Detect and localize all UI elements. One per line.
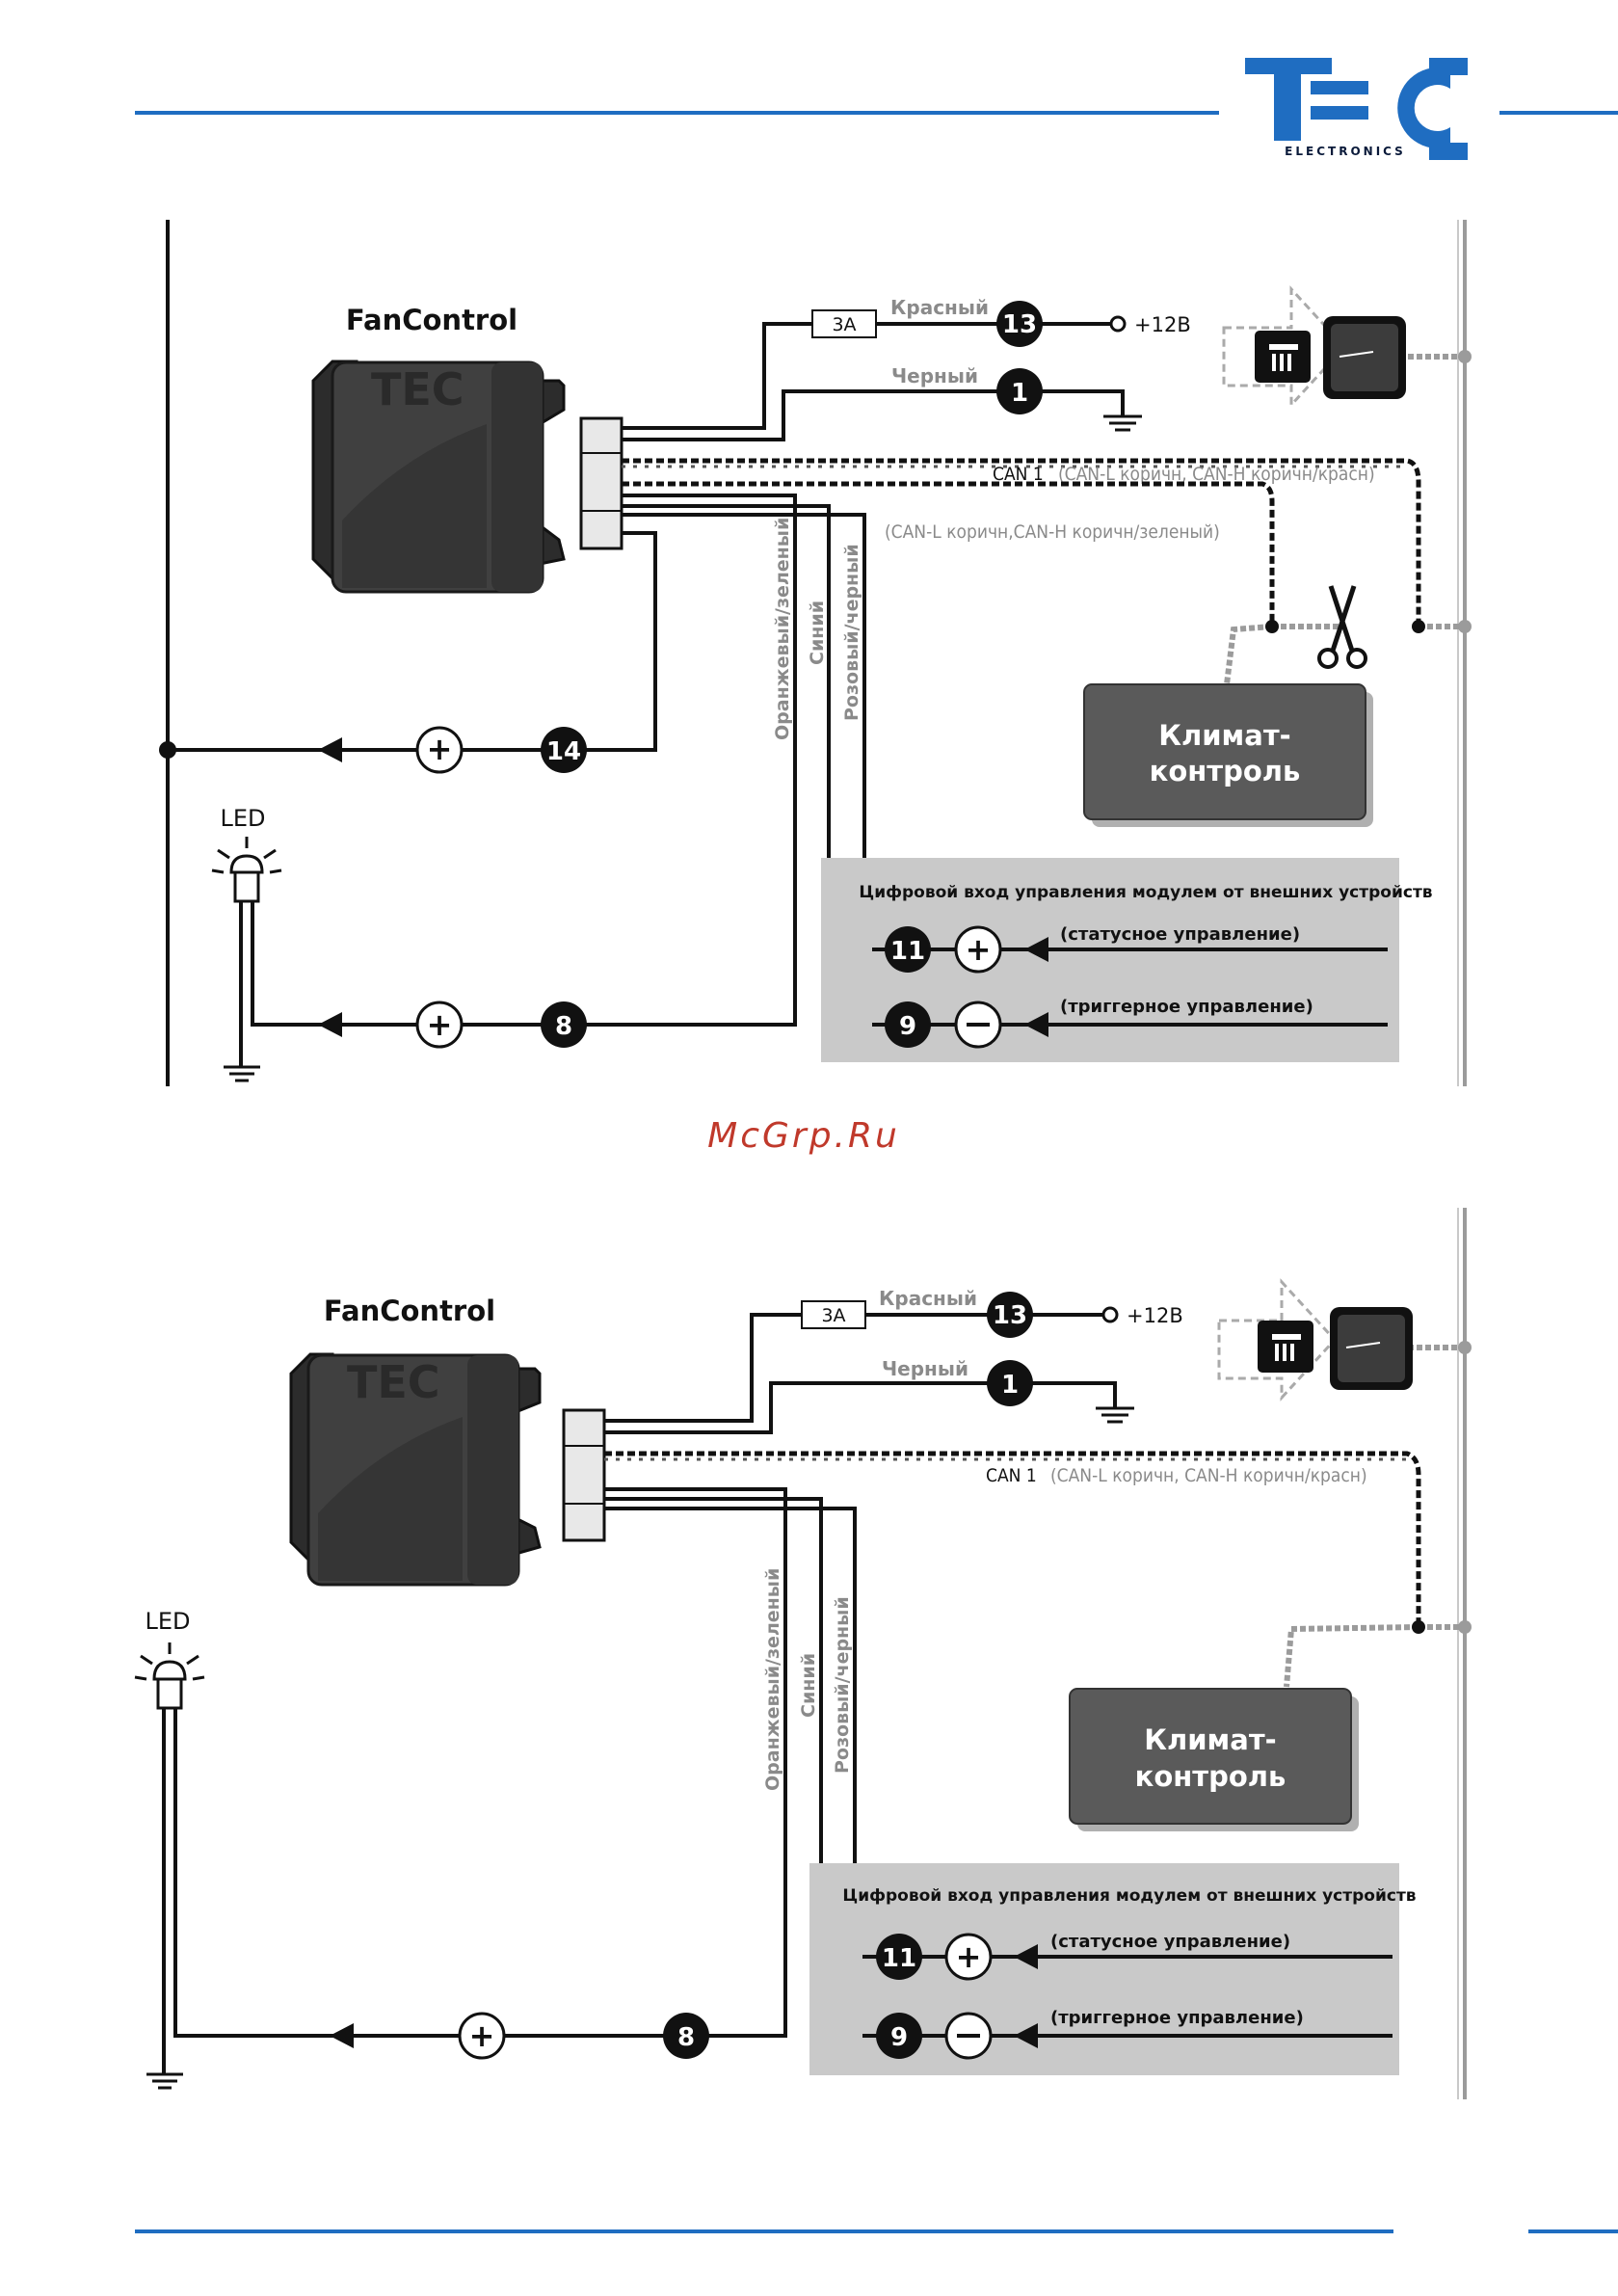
svg-text:Климат-: Климат-: [1158, 719, 1290, 752]
led-icon-2: [134, 1642, 205, 1710]
svg-text:1: 1: [1011, 379, 1028, 408]
svg-text:(CAN-L коричн, CAN-H коричн/кр: (CAN-L коричн, CAN-H коричн/красн): [1050, 1465, 1367, 1486]
can1-wire: [622, 458, 1421, 627]
module-title: FanControl: [346, 304, 517, 336]
pin-13-2: [987, 1292, 1033, 1338]
scissors-icon: [1317, 585, 1367, 669]
svg-text:(триггерное управление): (триггерное управление): [1050, 2008, 1304, 2028]
svg-text:Розовый/черный: Розовый/черный: [832, 1596, 853, 1774]
fuse-2: [801, 1300, 866, 1329]
pin-9: [885, 1001, 931, 1048]
svg-text:Оранжевый/зеленый: Оранжевый/зеленый: [772, 518, 793, 740]
svg-text:Оранжевый/зеленый: Оранжевый/зеленый: [762, 1568, 783, 1791]
svg-text:Синий: Синий: [807, 601, 828, 665]
digital-input-panel: Цифровой вход управления модулем от внеш…: [821, 858, 1433, 1062]
svg-text:3A: 3A: [832, 314, 856, 335]
svg-text:+: +: [956, 1938, 982, 1975]
wire-label-black: Черный: [891, 364, 978, 387]
can2-wire: [622, 481, 1275, 627]
svg-text:+12В: +12В: [1127, 1304, 1183, 1327]
svg-text:8: 8: [555, 1012, 572, 1041]
svg-text:LED: LED: [145, 1608, 190, 1635]
svg-text:Красный: Красный: [879, 1287, 977, 1310]
plus-node: [415, 726, 464, 774]
pin-1-2: [987, 1360, 1033, 1406]
fuse: [811, 309, 877, 338]
module-title-2: FanControl: [324, 1295, 495, 1327]
svg-text:контроль: контроль: [1135, 1760, 1286, 1793]
svg-text:TEC: TEC: [371, 363, 464, 415]
svg-text:+: +: [427, 731, 453, 767]
can1-label: (CAN-L коричн, CAN-H коричн/красн): [1058, 464, 1375, 485]
svg-text:9: 9: [890, 2023, 908, 2052]
svg-text:TEC: TEC: [347, 1356, 440, 1408]
pin-8-2: [663, 2013, 709, 2059]
wire-orange-green: [617, 494, 797, 1027]
svg-text:Розовый/черный: Розовый/черный: [841, 544, 862, 721]
wire-pin14: [168, 531, 657, 752]
pin-9-2: [876, 2013, 922, 2059]
pin-8: [541, 1001, 587, 1048]
svg-text:Климат-: Климат-: [1144, 1723, 1276, 1756]
led-icon: [211, 837, 282, 903]
climate-control-box: Климат- контроль: [1083, 683, 1373, 827]
watermark: McGrp.Ru: [707, 1116, 900, 1156]
svg-text:+: +: [966, 931, 992, 968]
digital-input-panel-2: Цифровой вход управления модулем от внеш…: [809, 1863, 1417, 2075]
fan-button-icon-2: [1217, 1278, 1413, 1402]
module-connector: [579, 416, 623, 550]
wire-label-red: Красный: [890, 296, 989, 319]
svg-text:(триггерное управление): (триггерное управление): [1060, 997, 1313, 1017]
svg-text:14: 14: [546, 737, 581, 766]
svg-text:(статусное управление): (статусное управление): [1060, 924, 1300, 945]
svg-text:+: +: [427, 1006, 453, 1043]
can2-label: (CAN-L коричн,CAN-H коричн/зеленый): [885, 521, 1220, 543]
tec-logo: ELECTRONICS: [1245, 58, 1468, 160]
panel-title: Цифровой вход управления модулем от внеш…: [859, 883, 1432, 902]
svg-text:Синий: Синий: [798, 1653, 819, 1718]
pin-13: [996, 301, 1043, 347]
svg-text:CAN 1: CAN 1: [993, 464, 1044, 485]
ground-symbol-led: [224, 1065, 260, 1082]
svg-text:1: 1: [1001, 1371, 1019, 1400]
svg-text:13: 13: [993, 1301, 1027, 1330]
svg-text:9: 9: [899, 1012, 916, 1041]
fancontrol-module: TEC: [311, 360, 623, 594]
svg-text:13: 13: [1002, 310, 1037, 339]
svg-text:Цифровой вход управления модул: Цифровой вход управления модулем от внеш…: [842, 1886, 1416, 1906]
svg-text:11: 11: [882, 1944, 916, 1973]
climate-control-box-2: Климат- контроль: [1069, 1688, 1359, 1831]
svg-text:(статусное управление): (статусное управление): [1050, 1932, 1290, 1952]
svg-text:8: 8: [677, 2023, 695, 2052]
logo-subtitle: ELECTRONICS: [1285, 145, 1406, 158]
svg-text:Черный: Черный: [882, 1357, 968, 1380]
page-header: ELECTRONICS: [135, 58, 1618, 160]
terminal-12v: [1109, 315, 1127, 333]
pin-14: [541, 727, 587, 773]
diagram-1: FanControl TEC 3A Красный 13 +12В Черный: [159, 220, 1472, 1086]
led-label: LED: [220, 805, 265, 832]
plus-12v-label: +12В: [1134, 313, 1191, 336]
svg-text:контроль: контроль: [1150, 755, 1301, 788]
svg-text:CAN 1: CAN 1: [986, 1465, 1037, 1486]
svg-text:11: 11: [890, 937, 925, 966]
fan-button-icon: [1222, 285, 1406, 409]
fancontrol-module-2: TEC: [289, 1352, 606, 1587]
pin-11-2: [876, 1934, 922, 1980]
pin-1: [996, 368, 1043, 414]
diagram-2: FanControl TEC 3A Красный 13 +12В Черный…: [134, 1208, 1472, 2099]
pin-11: [885, 926, 931, 973]
svg-text:3A: 3A: [821, 1305, 845, 1326]
svg-text:+: +: [469, 2017, 495, 2054]
ground-symbol: [1103, 414, 1142, 432]
